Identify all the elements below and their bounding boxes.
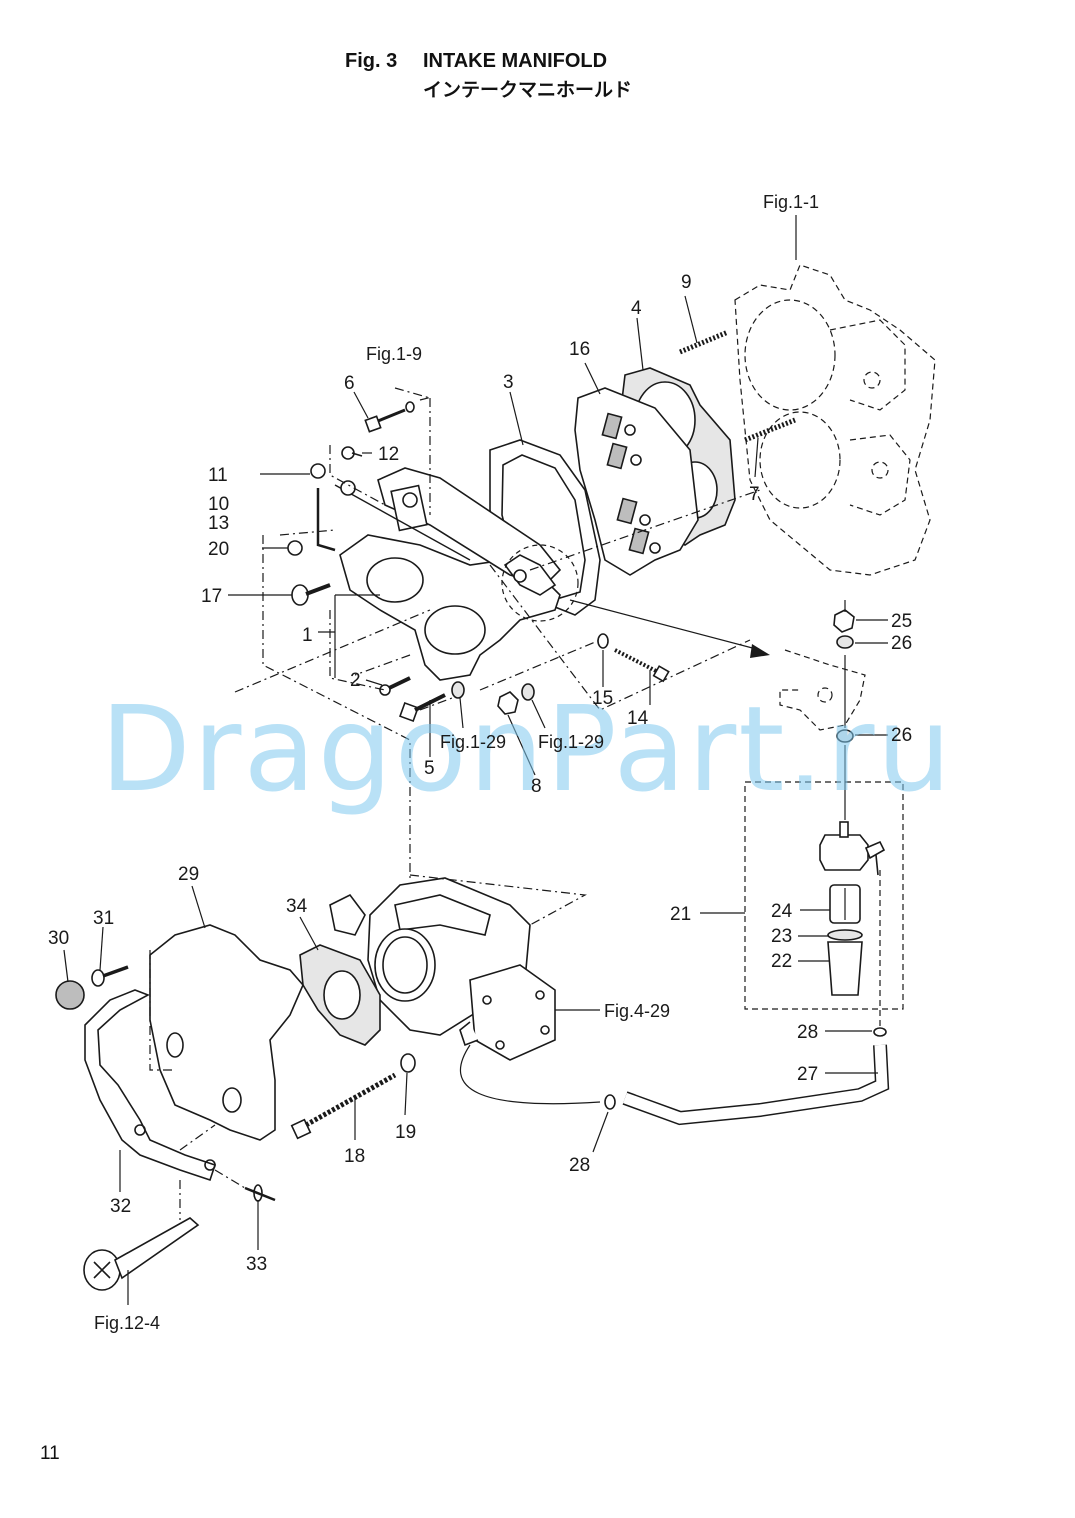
callout-22: 22	[771, 951, 792, 972]
figure-number: Fig. 3	[345, 50, 398, 72]
fuel-hose-27	[622, 870, 890, 1126]
filter-cup-22	[798, 941, 863, 996]
washer-15	[597, 633, 609, 687]
callout-9: 9	[681, 272, 692, 293]
stud-bolt-9	[679, 295, 729, 355]
fuel-filter-21	[700, 781, 904, 1010]
ref-fig-1-29-b: Fig.1-29	[538, 732, 604, 752]
bolt-5	[399, 693, 446, 757]
cap-11	[260, 463, 326, 479]
callout-19: 19	[395, 1122, 416, 1143]
figure-references: Fig.1-1 Fig.1-9 Fig.1-29 Fig.1-29 Fig.4-…	[94, 192, 819, 1333]
ref-fig-1-1: Fig.1-1	[763, 192, 819, 212]
ref-fig-1-9: Fig.1-9	[366, 344, 422, 364]
fitting-2	[365, 676, 411, 696]
grommet-33	[244, 1184, 276, 1250]
watermark-text: DragonPart.ru	[100, 680, 953, 818]
washer-26-a	[836, 635, 888, 649]
screw-31	[91, 926, 129, 987]
nut-25	[833, 609, 888, 633]
nut-8	[497, 691, 536, 776]
clip-28-b	[592, 1094, 616, 1153]
callout-21: 21	[670, 904, 691, 925]
bracket	[779, 649, 866, 731]
arrow-to-bracket	[569, 599, 770, 658]
bolt-17	[228, 583, 331, 606]
callout-16: 16	[569, 339, 590, 360]
callout-10: 10	[208, 494, 229, 515]
callout-34: 34	[286, 896, 308, 917]
callout-8: 8	[531, 776, 542, 797]
screw-20	[262, 540, 303, 556]
callout-2: 2	[350, 670, 361, 691]
filter-element-24	[800, 884, 861, 924]
callout-26b: 26	[891, 725, 912, 746]
callout-23: 23	[771, 926, 792, 947]
carburetor	[329, 877, 600, 1061]
callout-20: 20	[208, 539, 229, 560]
ref-fig-4-29: Fig.4-29	[604, 1001, 670, 1021]
o-ring-23	[798, 929, 863, 941]
callout-labels: 1 2 3 4 5 6 7 8 9 10 11 12 13 14 15 16 1…	[48, 272, 912, 1275]
gasket-34	[299, 916, 381, 1046]
callout-13: 13	[208, 513, 229, 534]
bolt-14	[614, 648, 670, 705]
callout-3: 3	[503, 372, 514, 393]
callout-1: 1	[302, 625, 313, 646]
callout-15: 15	[592, 688, 613, 709]
callout-6: 6	[344, 373, 355, 394]
callout-33: 33	[246, 1254, 267, 1275]
callout-29: 29	[178, 864, 199, 885]
cylinder-block-outline	[734, 264, 936, 576]
bolt-6	[353, 391, 415, 433]
knob-30	[55, 949, 85, 1010]
title-block: Fig. 3 INTAKE MANIFOLD インテークマニホールド	[345, 50, 632, 102]
callout-7: 7	[749, 484, 760, 505]
ref-fig-1-29-a: Fig.1-29	[440, 732, 506, 752]
callout-25: 25	[891, 611, 912, 632]
callout-14: 14	[627, 708, 649, 729]
callout-5: 5	[424, 758, 435, 779]
washer-fig-1-29-b	[521, 683, 546, 729]
callout-11: 11	[208, 465, 228, 486]
silencer-cover-29	[149, 885, 304, 1141]
callout-4: 4	[631, 298, 642, 319]
title-line-en: Fig. 3 INTAKE MANIFOLD	[345, 50, 632, 73]
choke-knob	[83, 1217, 200, 1305]
callout-30: 30	[48, 928, 69, 949]
callout-26a: 26	[891, 633, 912, 654]
screw-12	[341, 446, 372, 460]
title-japanese: インテークマニホールド	[423, 80, 633, 101]
bracket-32	[84, 989, 217, 1192]
drain-tube-13	[316, 488, 336, 552]
reed-plate-16	[574, 362, 699, 576]
title-english: INTAKE MANIFOLD	[423, 50, 608, 72]
stud-bolt-7	[744, 417, 796, 478]
callout-24: 24	[771, 901, 793, 922]
callout-12: 12	[378, 444, 399, 465]
callout-28a: 28	[797, 1022, 818, 1043]
callout-17: 17	[201, 586, 222, 607]
callout-18: 18	[344, 1146, 365, 1167]
washer-19	[400, 1053, 416, 1116]
intake-manifold-1	[339, 467, 579, 681]
clip-28-a	[825, 1027, 887, 1037]
callout-28b: 28	[569, 1155, 590, 1176]
callout-31: 31	[93, 908, 114, 929]
washer-26-b	[836, 729, 888, 743]
ref-fig-12-4: Fig.12-4	[94, 1313, 160, 1333]
bolt-18	[290, 1072, 397, 1140]
callout-27: 27	[797, 1064, 818, 1085]
page-number: 11	[40, 1443, 60, 1464]
washer-fig-1-29-a	[451, 681, 465, 729]
callout-32: 32	[110, 1196, 131, 1217]
